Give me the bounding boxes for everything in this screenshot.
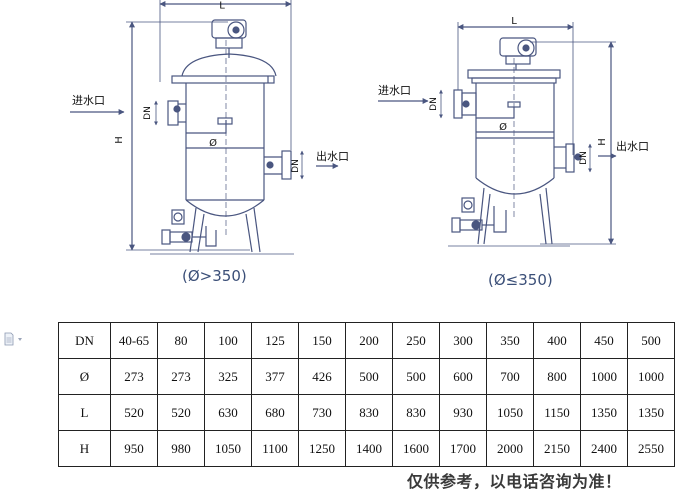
table-cell: 520 [110,394,158,431]
left-outlet-label: 出水口 [316,149,349,163]
table-cell: 930 [439,394,487,431]
table-cell: 2550 [627,430,675,467]
table-cell: 1000 [627,358,675,395]
row-header: H [58,430,111,467]
table-cell: 1700 [439,430,487,467]
row-header: L [58,394,111,431]
left-label-DN-in: DN [143,106,153,120]
right-label-DN-out: DN [579,151,589,165]
right-outlet-label: 出水口 [616,139,649,153]
table-cell: 273 [110,358,158,395]
right-label-dia: Ø [499,121,507,133]
table-cell: 350 [486,322,534,359]
table-cell: 2400 [580,430,628,467]
table-cell: 273 [157,358,205,395]
table-cell: 520 [157,394,205,431]
table-cell: 1150 [533,394,581,431]
table-cell: 300 [439,322,487,359]
table-cell: 1050 [204,430,252,467]
table-cell: 200 [345,322,393,359]
table-cell: 950 [110,430,158,467]
table-cell: 600 [439,358,487,395]
row-header: DN [58,322,111,359]
table-cell: 1400 [345,430,393,467]
table-cell: 830 [392,394,440,431]
table-cell: 80 [157,322,205,359]
left-filter-drawing [70,0,339,255]
left-label-dia: Ø [209,137,217,149]
left-caption: (Ø>350) [182,267,247,285]
table-cell: 1100 [251,430,299,467]
left-inlet-label: 进水口 [72,94,105,107]
table-cell: 830 [345,394,393,431]
right-caption: (Ø≤350) [488,271,553,289]
table-cell: 1350 [627,394,675,431]
table-cell: 426 [298,358,346,395]
table-cell: 450 [580,322,628,359]
table-cell: 500 [392,358,440,395]
table-cell: 400 [533,322,581,359]
right-label-L: L [511,16,517,27]
table-cell: 730 [298,394,346,431]
table-cell: 2000 [486,430,534,467]
right-filter-drawing [378,22,617,247]
table-cell: 125 [251,322,299,359]
right-label-DN-in: DN [429,97,439,111]
table-cell: 250 [392,322,440,359]
table-cell: 40-65 [110,322,158,359]
table-cell: 1050 [486,394,534,431]
table-cell: 680 [251,394,299,431]
table-cell: 377 [251,358,299,395]
right-inlet-label: 进水口 [378,84,411,97]
table-cell: 100 [204,322,252,359]
table-cell: 325 [204,358,252,395]
filter-drawings: L H DN DN Ø 进水口 出水口 L H DN DN Ø 进水口 出水口 [70,0,649,255]
table-cell: 800 [533,358,581,395]
table-cell: 1350 [580,394,628,431]
row-header: Ø [58,358,111,395]
table-cell: 980 [157,430,205,467]
table-cell: 1600 [392,430,440,467]
table-cell: 630 [204,394,252,431]
table-cell: 2150 [533,430,581,467]
left-label-L: L [219,0,225,11]
table-cell: 500 [345,358,393,395]
document-icon[interactable] [3,332,25,346]
left-label-H: H [114,136,125,144]
table-cell: 500 [627,322,675,359]
right-label-H: H [597,138,608,146]
table-cell: 700 [486,358,534,395]
footer-note: 仅供参考，以电话咨询为准！ [407,472,622,491]
table-cell: 1250 [298,430,346,467]
table-cell: 1000 [580,358,628,395]
left-label-DN-out: DN [291,159,301,173]
table-cell: 150 [298,322,346,359]
